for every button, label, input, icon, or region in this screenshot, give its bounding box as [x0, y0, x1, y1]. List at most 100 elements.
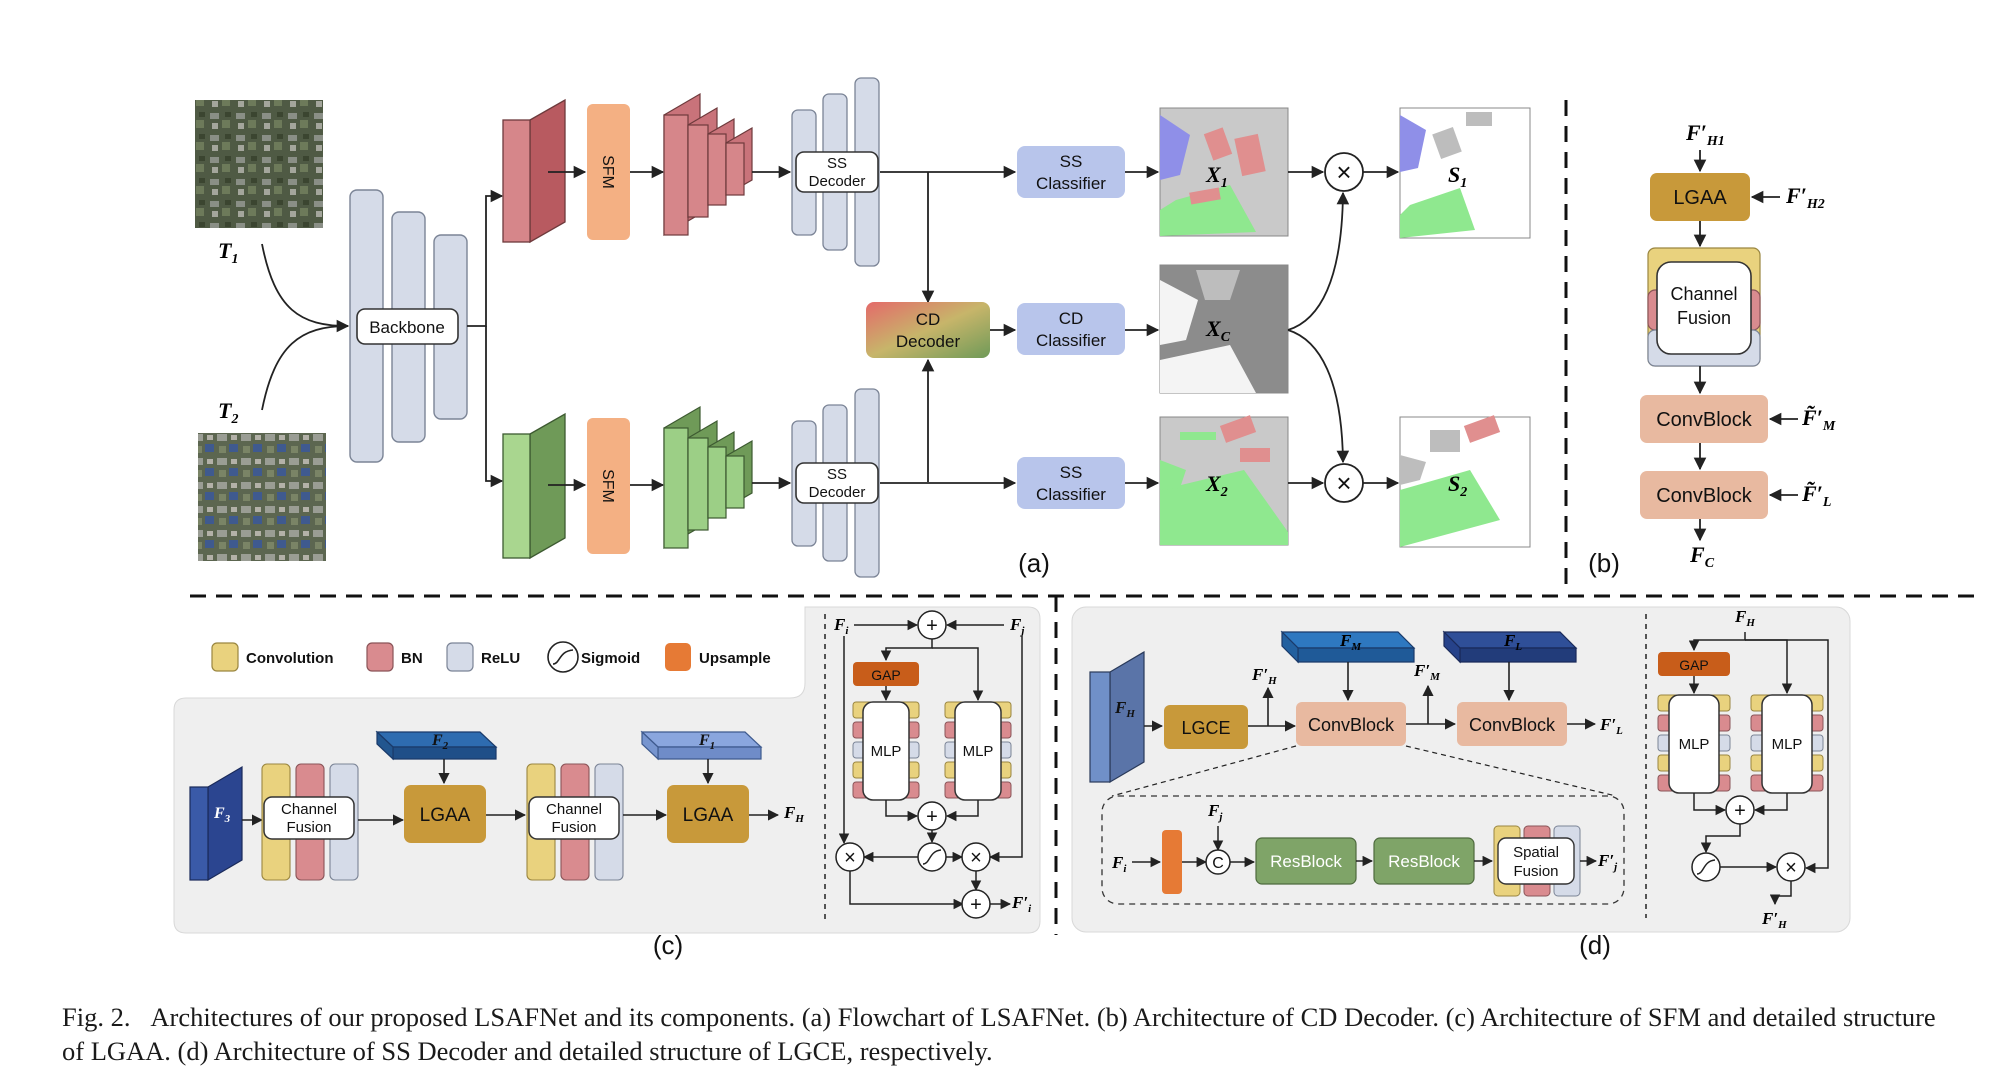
- d-fl-label: FL: [1503, 631, 1522, 653]
- svg-text:Convolution: Convolution: [246, 650, 333, 667]
- d-lgce-detail: FH GAP MLP MLP: [1657, 607, 1829, 931]
- c-d-gap: [853, 662, 919, 686]
- label-x1: X1: [1205, 162, 1228, 191]
- caption-text: Architectures of our proposed LSAFNet an…: [62, 1002, 1936, 1066]
- svg-text:ConvBlock: ConvBlock: [1469, 715, 1556, 735]
- sfm-top: [587, 104, 630, 240]
- svg-text:×: ×: [970, 847, 982, 869]
- c-f1-plate: [640, 730, 763, 761]
- svg-text:Decoder: Decoder: [809, 173, 866, 190]
- d-cd-out: F′j: [1597, 851, 1618, 873]
- legend-sigmoid-icon: [547, 641, 579, 673]
- feature-bottom-side: [529, 412, 566, 560]
- c-f3-label: F3: [213, 805, 231, 825]
- d-lg-mlp-right: MLP: [1750, 694, 1824, 794]
- b-channel-fusion: Channel Fusion: [1647, 247, 1761, 367]
- c-d-fi: Fi: [833, 615, 849, 637]
- svg-text:+: +: [926, 615, 938, 637]
- input-image-t2: [198, 433, 326, 561]
- d-lg-gap: [1658, 652, 1730, 676]
- svg-text:GAP: GAP: [1679, 657, 1709, 673]
- svg-text:×: ×: [1785, 857, 1797, 879]
- svg-text:Fusion: Fusion: [286, 819, 331, 836]
- c-lgaa-1: [404, 785, 486, 843]
- svg-text:Channel: Channel: [281, 801, 337, 818]
- svg-text:Channel: Channel: [546, 801, 602, 818]
- svg-text:+: +: [970, 894, 982, 916]
- svg-text:Channel: Channel: [1670, 284, 1737, 304]
- svg-text:ReLU: ReLU: [481, 650, 520, 667]
- feature-top-side: [529, 98, 566, 244]
- d-fm-plate: [1280, 630, 1416, 664]
- panel-a: T1 T2 Backbone SFM: [195, 77, 1531, 578]
- svg-text:GAP: GAP: [871, 667, 901, 683]
- d-lg-sigmoid-icon: [1691, 852, 1721, 882]
- multiscale-features-bottom: [663, 405, 753, 550]
- b-convblock-1: [1640, 395, 1768, 443]
- svg-text:SS: SS: [1060, 463, 1083, 482]
- feature-bottom-front: [502, 433, 531, 559]
- svg-text:ConvBlock: ConvBlock: [1308, 715, 1395, 735]
- backbone-label: Backbone: [369, 318, 445, 337]
- svg-text:SS: SS: [827, 466, 847, 483]
- c-d-mlp-left: MLP: [852, 701, 920, 801]
- svg-text:LGCE: LGCE: [1181, 718, 1230, 738]
- svg-text:CD: CD: [1059, 309, 1084, 328]
- svg-text:SS: SS: [827, 155, 847, 172]
- svg-text:Fusion: Fusion: [1513, 863, 1558, 880]
- d-cd-spatial-fusion: Spatial Fusion: [1493, 825, 1581, 897]
- b-side-m: F̃′M: [1801, 405, 1836, 434]
- c-d-fj: Fj: [1009, 615, 1025, 637]
- c-f2-label: F2: [431, 732, 449, 752]
- svg-text:MLP: MLP: [1772, 736, 1803, 753]
- c-f1-label: F1: [698, 732, 715, 752]
- svg-text:+: +: [1734, 800, 1746, 822]
- legend-upsample-swatch: [665, 643, 691, 671]
- d-lg-mlp-left: MLP: [1657, 694, 1731, 794]
- svg-text:Decoder: Decoder: [809, 484, 866, 501]
- b-input-side: F′H2: [1785, 183, 1825, 212]
- ss-classifier-bottom: [1017, 457, 1125, 509]
- panel-b-label: (b): [1588, 548, 1620, 578]
- multiscale-features-top: [663, 92, 753, 237]
- svg-text:×: ×: [1336, 468, 1351, 498]
- panel-c-label: (c): [653, 930, 683, 960]
- architecture-diagram: T1 T2 Backbone SFM: [173, 77, 1984, 960]
- c-output: FH: [783, 803, 804, 825]
- svg-text:C: C: [1212, 855, 1224, 872]
- arrow-t1-backbone: [261, 243, 350, 333]
- svg-text:Classifier: Classifier: [1036, 174, 1106, 193]
- c-d-sigmoid-icon: [917, 842, 947, 872]
- arrow-backbone-split-bottom: [485, 326, 504, 488]
- b-output: FC: [1689, 542, 1715, 571]
- ss-classifier-top: [1017, 146, 1125, 198]
- d-lg-out: F′H: [1761, 909, 1787, 931]
- svg-text:Classifier: Classifier: [1036, 485, 1106, 504]
- svg-text:ConvBlock: ConvBlock: [1656, 485, 1753, 507]
- svg-text:Sigmoid: Sigmoid: [581, 650, 640, 667]
- map-s2: [1399, 415, 1531, 548]
- panel-d: FH LGCE F′H FM ConvBlock F′M FL ConvBloc…: [1071, 606, 1851, 960]
- c-channel-fusion-1: Channel Fusion: [261, 763, 359, 881]
- d-convblock-detail-frame: [1101, 795, 1625, 905]
- ss-decoder-bottom: SS Decoder: [791, 388, 880, 578]
- d-lgce: [1164, 705, 1248, 749]
- c-f2-plate: [375, 730, 498, 761]
- svg-text:+: +: [926, 806, 938, 828]
- panel-c: F3 Channel Fusion F2 LGAA Cha: [173, 606, 1041, 960]
- sfm-bottom-label: SFM: [599, 469, 616, 503]
- label-t2: T2: [218, 398, 238, 427]
- c-f3-front: [189, 786, 209, 881]
- caption-label: Fig. 2.: [62, 1002, 131, 1032]
- c-channel-fusion-2: Channel Fusion: [526, 763, 624, 881]
- map-x2: [1159, 415, 1289, 546]
- label-s2: S2: [1448, 471, 1467, 500]
- d-fh-label: FH: [1114, 698, 1135, 720]
- arrow-t2-backbone: [261, 325, 349, 411]
- feature-top-front: [502, 119, 531, 243]
- label-x2: X2: [1205, 471, 1228, 500]
- d-cd-fj: Fj: [1207, 801, 1223, 823]
- svg-text:ConvBlock: ConvBlock: [1656, 409, 1753, 431]
- d-lg-in: FH: [1734, 607, 1755, 629]
